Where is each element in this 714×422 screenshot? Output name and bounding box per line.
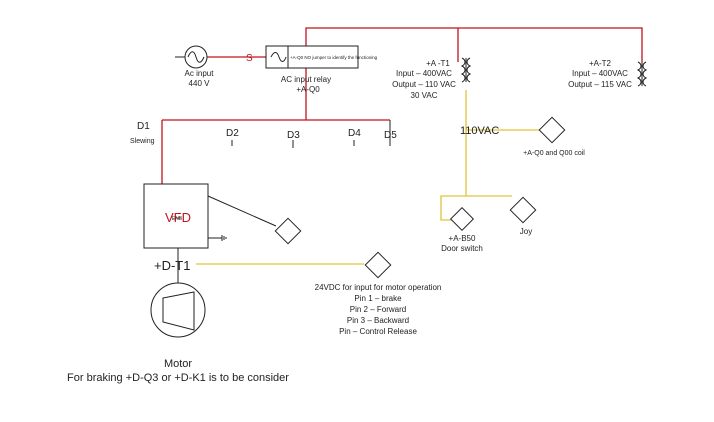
- t2-tag: +A-T2: [589, 59, 612, 68]
- motor-symbol: [150, 282, 206, 338]
- joy-diamond: [509, 196, 537, 224]
- d4-label: D4: [348, 128, 361, 139]
- t1-line2: Output – 110 VAC: [392, 80, 456, 89]
- ac-s-mark: S: [246, 53, 253, 64]
- top-bus-wire: [305, 27, 643, 62]
- relay-label: AC input relay: [281, 75, 331, 84]
- motor-note: For braking +D-Q3 or +D-K1 is to be cons…: [67, 372, 289, 384]
- coil-diamond: [538, 116, 566, 144]
- io-pin2: Pin 2 – Forward: [350, 305, 406, 314]
- t1-line1: Input – 400VAC: [396, 69, 452, 78]
- vfd-label: VFD: [165, 210, 191, 225]
- d1-slewing-label: Slewing: [130, 138, 155, 145]
- vfd-ground-symbol: [208, 235, 227, 241]
- relay-inner-note: +A-Q0 NO jumper to identify the function…: [290, 55, 378, 60]
- d1-label: D1: [137, 121, 150, 132]
- d3-label: D3: [287, 130, 300, 141]
- door-switch-label: Door switch: [441, 244, 483, 253]
- vfd-control-wire: [207, 195, 277, 227]
- t1-transformer-symbol: [460, 57, 472, 83]
- io-pin4: Pin – Control Release: [339, 327, 417, 336]
- ac-input-label: Ac input: [185, 69, 215, 78]
- t2-line1: Input – 400VAC: [572, 69, 628, 78]
- ac-input-voltage: 440 V: [189, 79, 211, 88]
- t2-line2: Output – 115 VAC: [568, 80, 632, 89]
- d2-label: D2: [226, 128, 239, 139]
- d5-label: D5: [384, 130, 397, 141]
- t1-secondary-wire: [440, 90, 467, 221]
- ac-input-relay: [265, 45, 359, 69]
- door-switch-diamond: [449, 206, 475, 232]
- vfd-tag: +D-T1: [154, 258, 190, 273]
- ac-source-symbol: [175, 45, 208, 69]
- motor-label: Motor: [164, 358, 192, 370]
- vfd-box: [143, 183, 209, 249]
- bus-110vac-label: 110VAC: [460, 125, 499, 137]
- t2-transformer-symbol: [636, 61, 648, 87]
- t1-tag: +A -T1: [426, 59, 450, 68]
- joy-label: Joy: [520, 227, 532, 236]
- vfd-control-diamond: [274, 217, 302, 245]
- io-note-title: 24VDC for input for motor operation: [315, 283, 442, 292]
- vfd-small-label: ENB: [172, 216, 183, 222]
- relay-tag: +A-Q0: [296, 85, 320, 94]
- io-pin3: Pin 3 – Backward: [347, 316, 409, 325]
- t1-line3: 30 VAC: [411, 91, 438, 100]
- io-diamond: [364, 251, 392, 279]
- coil-label: +A-Q0 and Q00 coil: [523, 150, 585, 157]
- io-pin1: Pin 1 – brake: [354, 294, 402, 303]
- door-switch-tag: +A-B50: [449, 234, 476, 243]
